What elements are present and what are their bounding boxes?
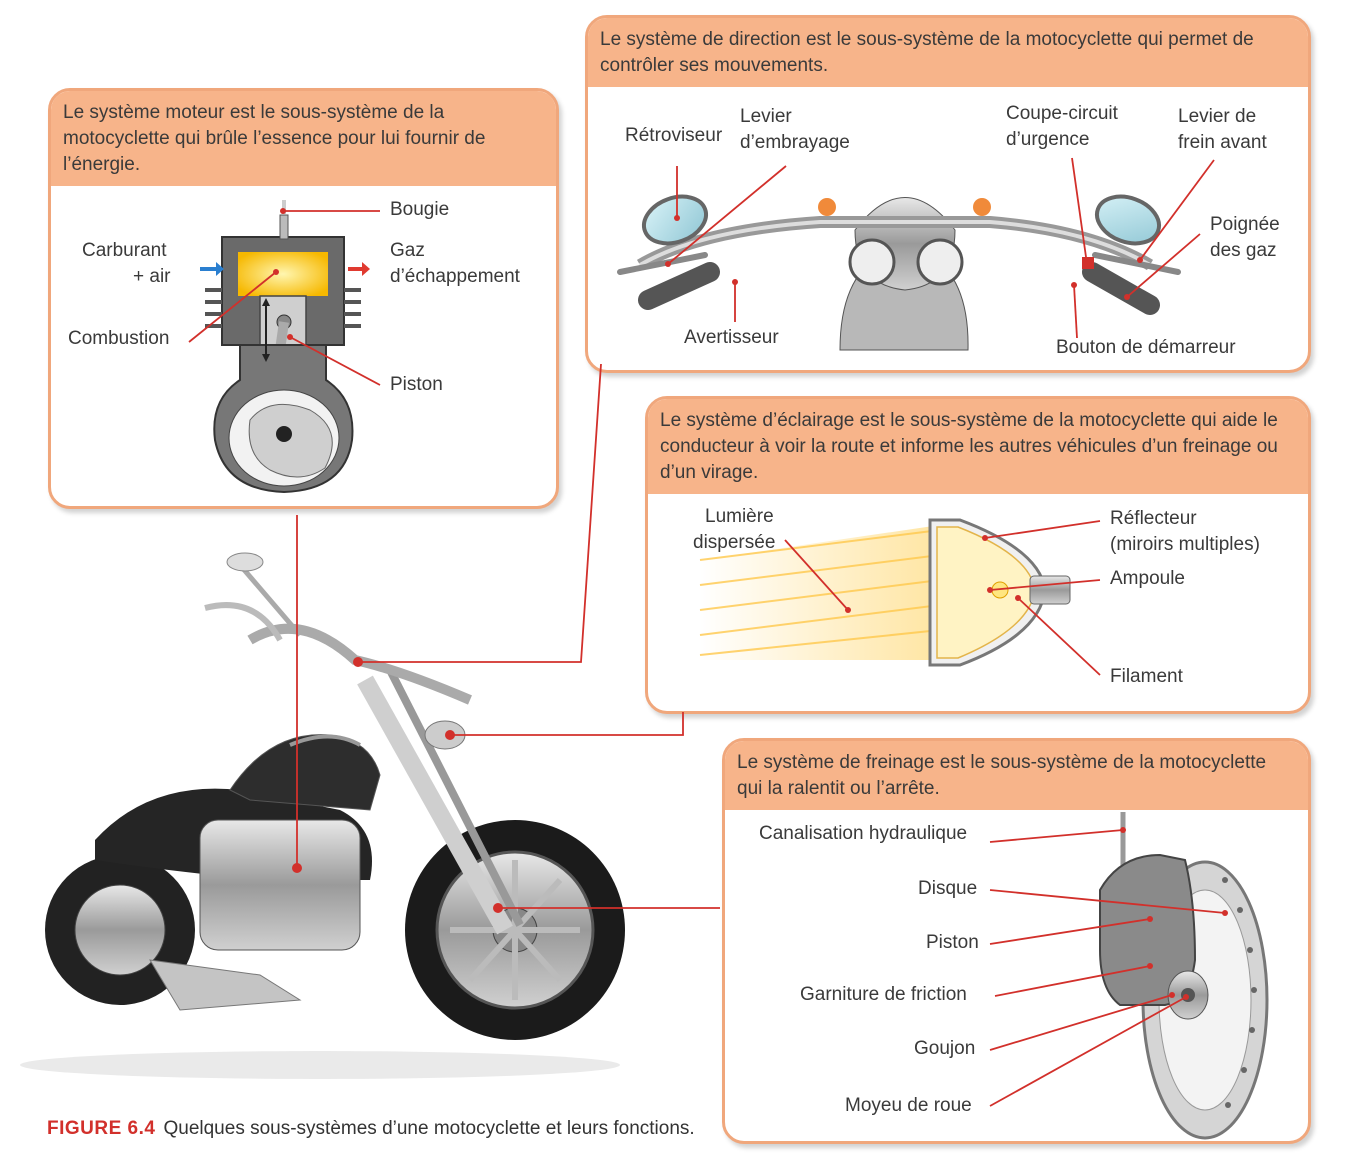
label-poignee: Poignée: [1210, 214, 1280, 235]
label-dispersee: dispersée: [693, 532, 776, 553]
headlight-illustration: [699, 518, 1071, 667]
label-disque: Disque: [918, 878, 978, 899]
label-canalisation: Canalisation hydraulique: [759, 823, 968, 844]
label-retroviseur: Rétroviseur: [625, 125, 723, 146]
label-coupe-circuit: Coupe-circuit: [1006, 103, 1118, 124]
label-frein-avant: frein avant: [1178, 132, 1267, 153]
lighting-description: Le système d’éclairage est le sous-systè…: [648, 399, 1308, 494]
label-avertisseur: Avertisseur: [684, 327, 779, 348]
leader-dots: [273, 208, 1228, 1000]
handlebar-illustration: [617, 194, 1181, 351]
label-gaz: Gaz: [390, 240, 425, 261]
label-levier-de: Levier de: [1178, 106, 1257, 127]
figure-caption-text: Quelques sous-systèmes d’une motocyclett…: [163, 1118, 695, 1139]
label-filament: Filament: [1110, 666, 1183, 687]
label-miroirs: (miroirs multiples): [1110, 534, 1260, 555]
steering-panel: Le système de direction est le sous-syst…: [585, 15, 1311, 373]
motorcycle-illustration: [20, 552, 625, 1079]
leader-lines: [188, 157, 1226, 1107]
label-carburant: Carburant: [82, 240, 167, 261]
label-levier: Levier: [740, 106, 792, 127]
label-piston-engine: Piston: [390, 374, 443, 395]
braking-description: Le système de freinage est le sous-systè…: [725, 741, 1308, 810]
steering-description: Le système de direction est le sous-syst…: [588, 18, 1308, 87]
figure-number: FIGURE 6.4: [47, 1118, 156, 1139]
label-goujon: Goujon: [914, 1038, 976, 1059]
label-urgence: d’urgence: [1006, 129, 1090, 150]
label-piston-brake: Piston: [926, 932, 979, 953]
brake-disc-illustration: [1099, 812, 1269, 1140]
label-reflecteur: Réflecteur: [1110, 508, 1197, 529]
label-bougie: Bougie: [390, 199, 450, 220]
figure-caption: FIGURE 6.4 Quelques sous-systèmes d’une m…: [47, 1118, 695, 1140]
label-echappement: d’échappement: [390, 266, 520, 287]
label-combustion: Combustion: [68, 328, 170, 349]
label-ampoule: Ampoule: [1110, 568, 1185, 589]
label-lumiere: Lumière: [705, 506, 774, 527]
label-des-gaz: des gaz: [1210, 240, 1277, 261]
engine-illustration: [200, 200, 370, 494]
label-moyeu: Moyeu de roue: [845, 1095, 972, 1116]
label-embrayage: d’embrayage: [740, 132, 850, 153]
engine-description: Le système moteur est le sous-système de…: [51, 91, 556, 186]
label-air: + air: [133, 266, 171, 287]
label-bouton-demarreur: Bouton de démarreur: [1056, 337, 1236, 358]
label-garniture: Garniture de friction: [800, 984, 967, 1005]
